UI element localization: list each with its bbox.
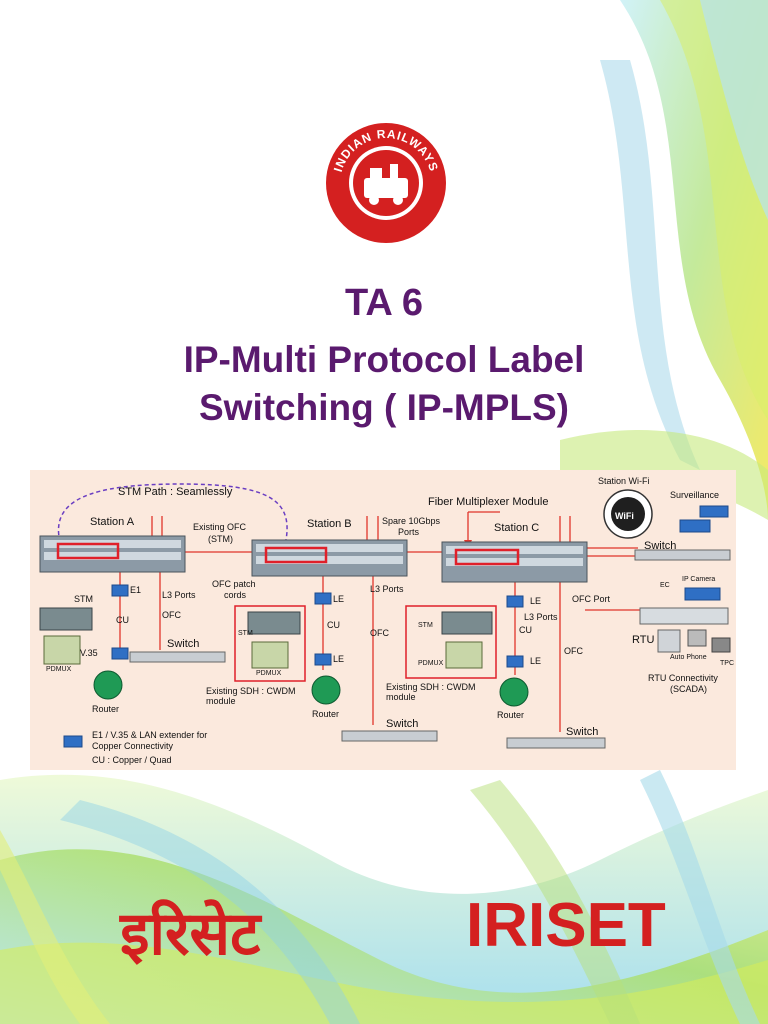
l3-ports-c-label: L3 Ports [524, 612, 558, 622]
l3-ports-a-label: L3 Ports [162, 590, 196, 600]
spare-ports-label-2: Ports [398, 527, 420, 537]
router-b-label: Router [312, 709, 340, 719]
l3-ports-b-label: L3 Ports [370, 584, 404, 594]
ofc-b-label: OFC [370, 628, 389, 638]
fiber-mux-label: Fiber Multiplexer Module [428, 496, 549, 508]
pdmux-a-label: PDMUX [46, 666, 72, 673]
red-links [119, 511, 640, 732]
footer-iriset: IRISET [466, 891, 666, 960]
cu-c-label: CU [519, 625, 532, 635]
stm-a-label: STM [74, 594, 93, 604]
ofc-port-label: OFC Port [572, 594, 611, 604]
title-ip-1: IP [183, 339, 219, 380]
spare-ports-label-1: Spare 10Gbps [382, 516, 441, 526]
station-wifi-label: Station Wi-Fi [598, 476, 650, 486]
wifi-badge-text: WiFi [615, 511, 634, 521]
switch-a-label: Switch [167, 638, 200, 650]
stm-path-line [57, 483, 288, 546]
station-b-label: Station B [307, 518, 352, 530]
indian-railways-logo: INDIAN RAILWAYS [326, 123, 446, 243]
switch-top-right [634, 549, 731, 561]
le-b1-label: LE [333, 594, 345, 604]
ofc-patch-label-2: cords [224, 590, 247, 600]
v35-label: V.35 [80, 648, 98, 658]
ip-camera-label: IP Camera [682, 576, 716, 583]
pdmux-b-label: PDMUX [256, 670, 282, 677]
switch-b-label: Switch [386, 718, 419, 730]
title-line-2: IP-Multi Protocol Label [183, 339, 585, 380]
rtu-label: RTU [632, 634, 655, 646]
diagram-drawing [39, 483, 731, 749]
rtu-conn-label-2: (SCADA) [670, 684, 708, 694]
ofc-a-label: OFC [162, 610, 181, 620]
station-c-label: Station C [494, 522, 540, 534]
router-a-label: Router [92, 704, 120, 714]
existing-sdh-b-1: Existing SDH : CWDM [206, 686, 296, 696]
le-boxes [63, 584, 524, 748]
cu-a-label: CU [116, 615, 129, 625]
ofc-c-label: OFC [564, 646, 583, 656]
e1-label: E1 [130, 585, 142, 595]
stm-b-label: STM [238, 630, 253, 637]
pdmux-c-label: PDMUX [418, 660, 444, 667]
station-a-label: Station A [90, 516, 135, 528]
existing-sdh-c-1: Existing SDH : CWDM [386, 682, 476, 692]
le-c2-label: LE [530, 656, 542, 666]
legend-line-2: Copper Connectivity [92, 741, 174, 751]
auto-phone-label: Auto Phone [670, 654, 707, 661]
ec-label: EC [660, 582, 670, 589]
stm-paren-label: (STM) [208, 534, 233, 544]
rtu-rack [639, 607, 729, 625]
title-line-3: Switching ( IP-MPLS) [198, 387, 569, 428]
router-a [93, 670, 123, 700]
surveillance-label: Surveillance [670, 490, 720, 500]
router-c [499, 677, 529, 707]
title-ip-2: IP [406, 387, 442, 428]
rtu-conn-label-1: RTU Connectivity [648, 673, 718, 683]
tpc-label: TPC [720, 660, 734, 667]
legend-line-1: E1 / V.35 & LAN extender for [92, 730, 208, 740]
doc-main-title: IP-Multi Protocol Label Switching ( IP-M… [0, 336, 768, 432]
le-c1-label: LE [530, 596, 542, 606]
legend-line-3: CU : Copper / Quad [92, 755, 172, 765]
router-b [311, 675, 341, 705]
existing-sdh-b-2: module [206, 696, 236, 706]
switch-c-label: Switch [566, 726, 599, 738]
footer-hindi-iriset: इरिसेट [120, 899, 261, 969]
router-c-label: Router [497, 710, 525, 720]
doc-code-title: TA 6 [344, 282, 424, 324]
cu-b-label: CU [327, 620, 340, 630]
existing-sdh-c-2: module [386, 692, 416, 702]
existing-ofc-label: Existing OFC [193, 522, 247, 532]
ofc-patch-label-1: OFC patch [212, 579, 256, 589]
switch-top-label: Switch [644, 540, 677, 552]
ip-mpls-network-diagram: STM Path : Seamlessly Station A Station … [30, 470, 736, 770]
le-b2-label: LE [333, 654, 345, 664]
stm-c-label: STM [418, 622, 433, 629]
stm-path-label: STM Path : Seamlessly [118, 486, 233, 498]
